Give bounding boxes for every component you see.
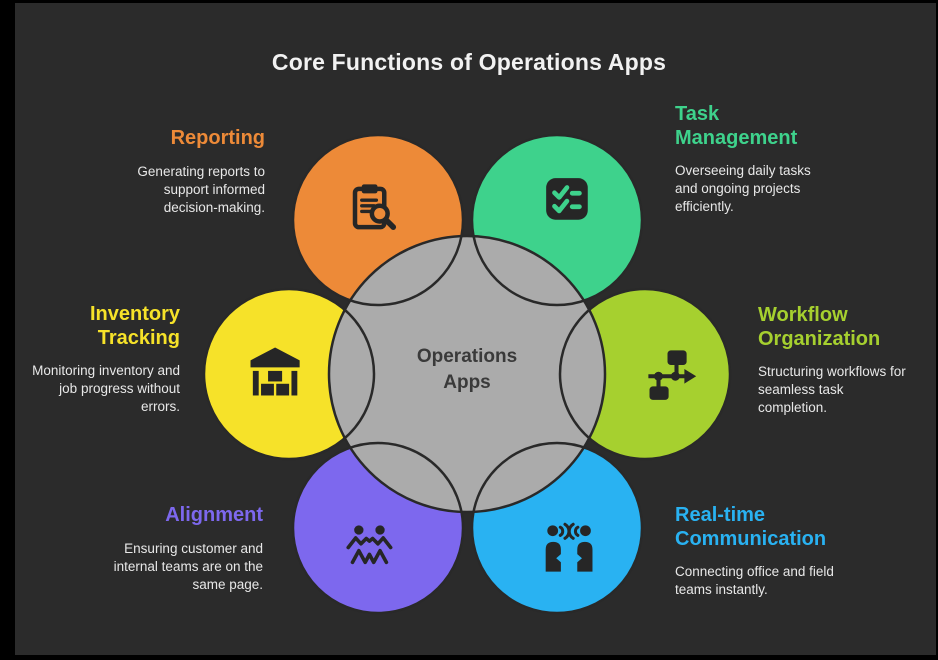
function-title: Reporting xyxy=(170,127,265,149)
function-title: Inventory Tracking xyxy=(89,303,180,349)
function-block-reporting: Reporting Generating reports to support … xyxy=(115,127,265,217)
page-title: Core Functions of Operations Apps xyxy=(271,49,667,75)
people-holding-hands-icon xyxy=(346,525,393,565)
function-title: Alignment xyxy=(165,504,263,526)
clipboard-search-icon xyxy=(352,184,397,230)
center-circle xyxy=(327,234,607,514)
function-block-workflow-organization: Workflow Organization Structuring workfl… xyxy=(758,304,913,417)
function-description: Generating reports to support informed d… xyxy=(137,163,265,215)
warehouse-icon xyxy=(250,347,300,396)
function-description: Monitoring inventory and job progress wi… xyxy=(32,363,180,415)
overlap-arcs xyxy=(202,133,732,615)
function-block-task-management: Task Management Overseeing daily tasks a… xyxy=(675,103,830,216)
function-description: Overseeing daily tasks and ongoing proje… xyxy=(675,163,811,215)
function-title: Workflow Organization xyxy=(758,304,881,350)
function-block-alignment: Alignment Ensuring customer and internal… xyxy=(93,504,263,594)
function-description: Connecting office and field teams instan… xyxy=(675,564,834,598)
people-talking-icon xyxy=(545,522,593,572)
center-label: Operations Apps xyxy=(416,346,518,393)
function-block-inventory-tracking: Inventory Tracking Monitoring inventory … xyxy=(30,303,180,416)
function-description: Ensuring customer and internal teams are… xyxy=(113,540,263,592)
function-description: Structuring workflows for seamless task … xyxy=(758,364,906,416)
checklist-icon xyxy=(546,178,588,220)
inventory-tracking-circle xyxy=(204,289,374,459)
function-title: Task Management xyxy=(675,103,798,149)
flowchart-icon xyxy=(648,350,697,400)
workflow-organization-circle xyxy=(560,289,730,459)
function-title: Real-time Communication xyxy=(675,504,827,550)
function-block-real-time-communication: Real-time Communication Connecting offic… xyxy=(675,504,835,599)
